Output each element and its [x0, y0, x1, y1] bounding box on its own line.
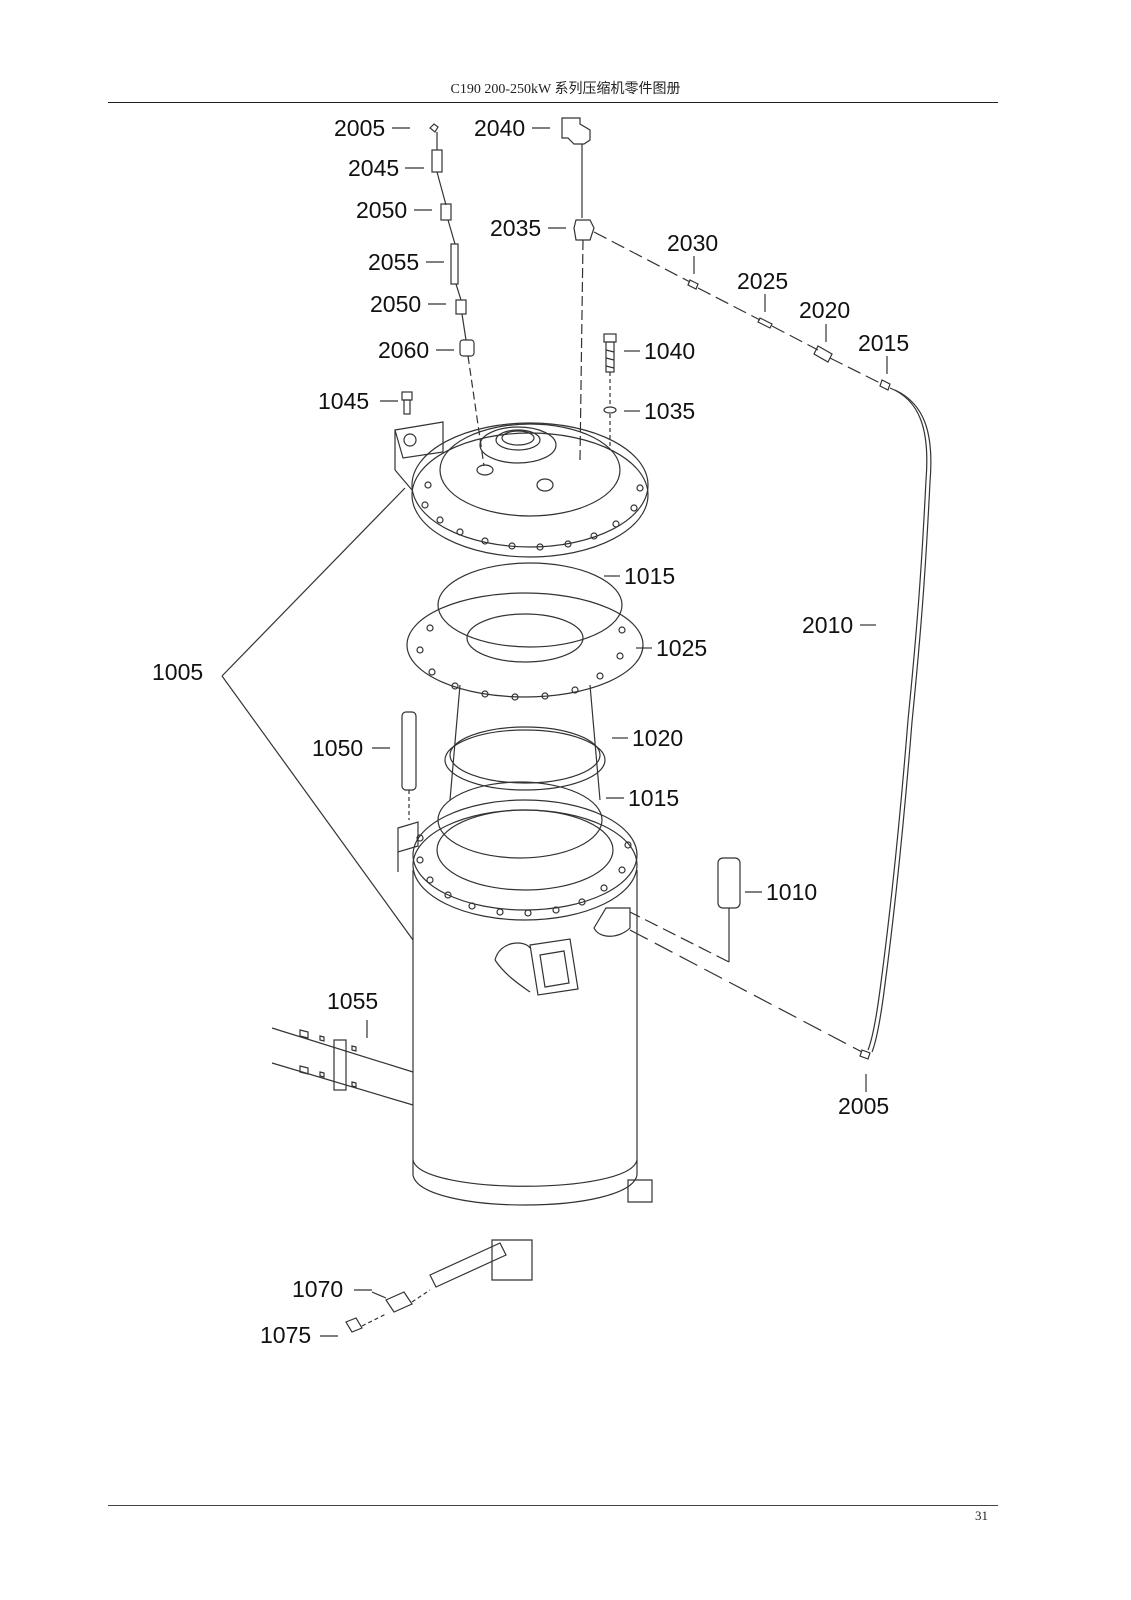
part-2050-fitting: [440, 203, 452, 221]
part-2045-fitting: [431, 149, 443, 173]
callout-1025: 1025: [656, 635, 707, 661]
part-1005-drain-pipe: [429, 1242, 507, 1288]
callout-2010: 2010: [802, 612, 853, 638]
callout-1035: 1035: [644, 398, 695, 424]
callout-1075: 1075: [260, 1322, 311, 1348]
part-2050-fitting-lower: [455, 299, 467, 315]
callout-2005-top: 2005: [334, 115, 385, 141]
callout-2020: 2020: [799, 297, 850, 323]
part-1005-lifting-lug: [394, 421, 444, 459]
part-2010-tube: [867, 387, 928, 1051]
callout-2050-upper: 2050: [356, 197, 407, 223]
part-1045-bolt-head: [401, 391, 413, 401]
callout-1015-lower: 1015: [628, 785, 679, 811]
part-1055-bracket: [333, 1039, 347, 1091]
part-2005-fitting-lower: [859, 1049, 871, 1060]
callout-2060: 2060: [378, 337, 429, 363]
callout-2025: 2025: [737, 268, 788, 294]
callout-1040: 1040: [644, 338, 695, 364]
part-1015-gasket-upper: [437, 562, 623, 648]
part-1050-pin: [401, 711, 417, 791]
part-1005-outlet-flange: [529, 938, 579, 996]
callout-2055: 2055: [368, 249, 419, 275]
part-2030-fitting: [687, 279, 699, 290]
part-2020-nut: [813, 345, 833, 363]
part-1005-foot-right: [627, 1179, 653, 1203]
callout-1020: 1020: [632, 725, 683, 751]
part-1070-valve: [385, 1291, 413, 1313]
part-1025-element-body: [449, 684, 461, 801]
callout-2045: 2045: [348, 155, 399, 181]
callout-2035: 2035: [490, 215, 541, 241]
part-1005-tank-top-flange: [412, 799, 638, 911]
part-1005-cover-flange: [411, 422, 649, 548]
part-2005-fitting: [429, 123, 439, 133]
callout-2050-lower: 2050: [370, 291, 421, 317]
header-rule: [108, 102, 998, 103]
part-2040-switch: [561, 117, 591, 145]
page-number: 31: [975, 1508, 988, 1523]
part-2060-adapter: [459, 339, 475, 357]
callout-1055: 1055: [327, 988, 378, 1014]
part-callouts: 2005 2045 2050 2055 2050 2060 1045 2040 …: [152, 115, 909, 1348]
callout-2015: 2015: [858, 330, 909, 356]
callout-2005-bottom: 2005: [838, 1093, 889, 1119]
part-1015-gasket-lower: [437, 781, 603, 859]
footer-rule: [108, 1505, 998, 1506]
page-header: C190 200-250kW 系列压缩机零件图册: [450, 82, 681, 97]
callout-1050: 1050: [312, 735, 363, 761]
part-1055-bracket-axis-upper: [271, 1027, 414, 1073]
callout-2030: 2030: [667, 230, 718, 256]
part-1025-plate: [406, 592, 644, 698]
part-1010-valve: [717, 857, 741, 909]
part-2035-adapter: [573, 219, 595, 241]
callout-1070: 1070: [292, 1276, 343, 1302]
part-2055-tube: [450, 243, 459, 285]
plate-bolt-holes: [416, 624, 626, 701]
callout-2040: 2040: [474, 115, 525, 141]
part-1040-bolt-head: [603, 333, 617, 343]
callout-1010: 1010: [766, 879, 817, 905]
part-2015-fitting: [879, 379, 891, 391]
drawing-lines: [221, 117, 932, 1337]
part-1020-ring: [444, 729, 606, 791]
part-1005-boss: [593, 907, 631, 937]
tank-flange-bolt-holes: [416, 834, 632, 917]
part-2025-sleeve: [757, 317, 773, 329]
part-1005-foot-bottom: [491, 1239, 533, 1281]
part-1075-plug: [345, 1317, 363, 1333]
part-1035-washer: [603, 406, 617, 414]
cover-bolt-holes: [421, 481, 644, 551]
callout-1015-upper: 1015: [624, 563, 675, 589]
callout-1005: 1005: [152, 659, 203, 685]
callout-1045: 1045: [318, 388, 369, 414]
